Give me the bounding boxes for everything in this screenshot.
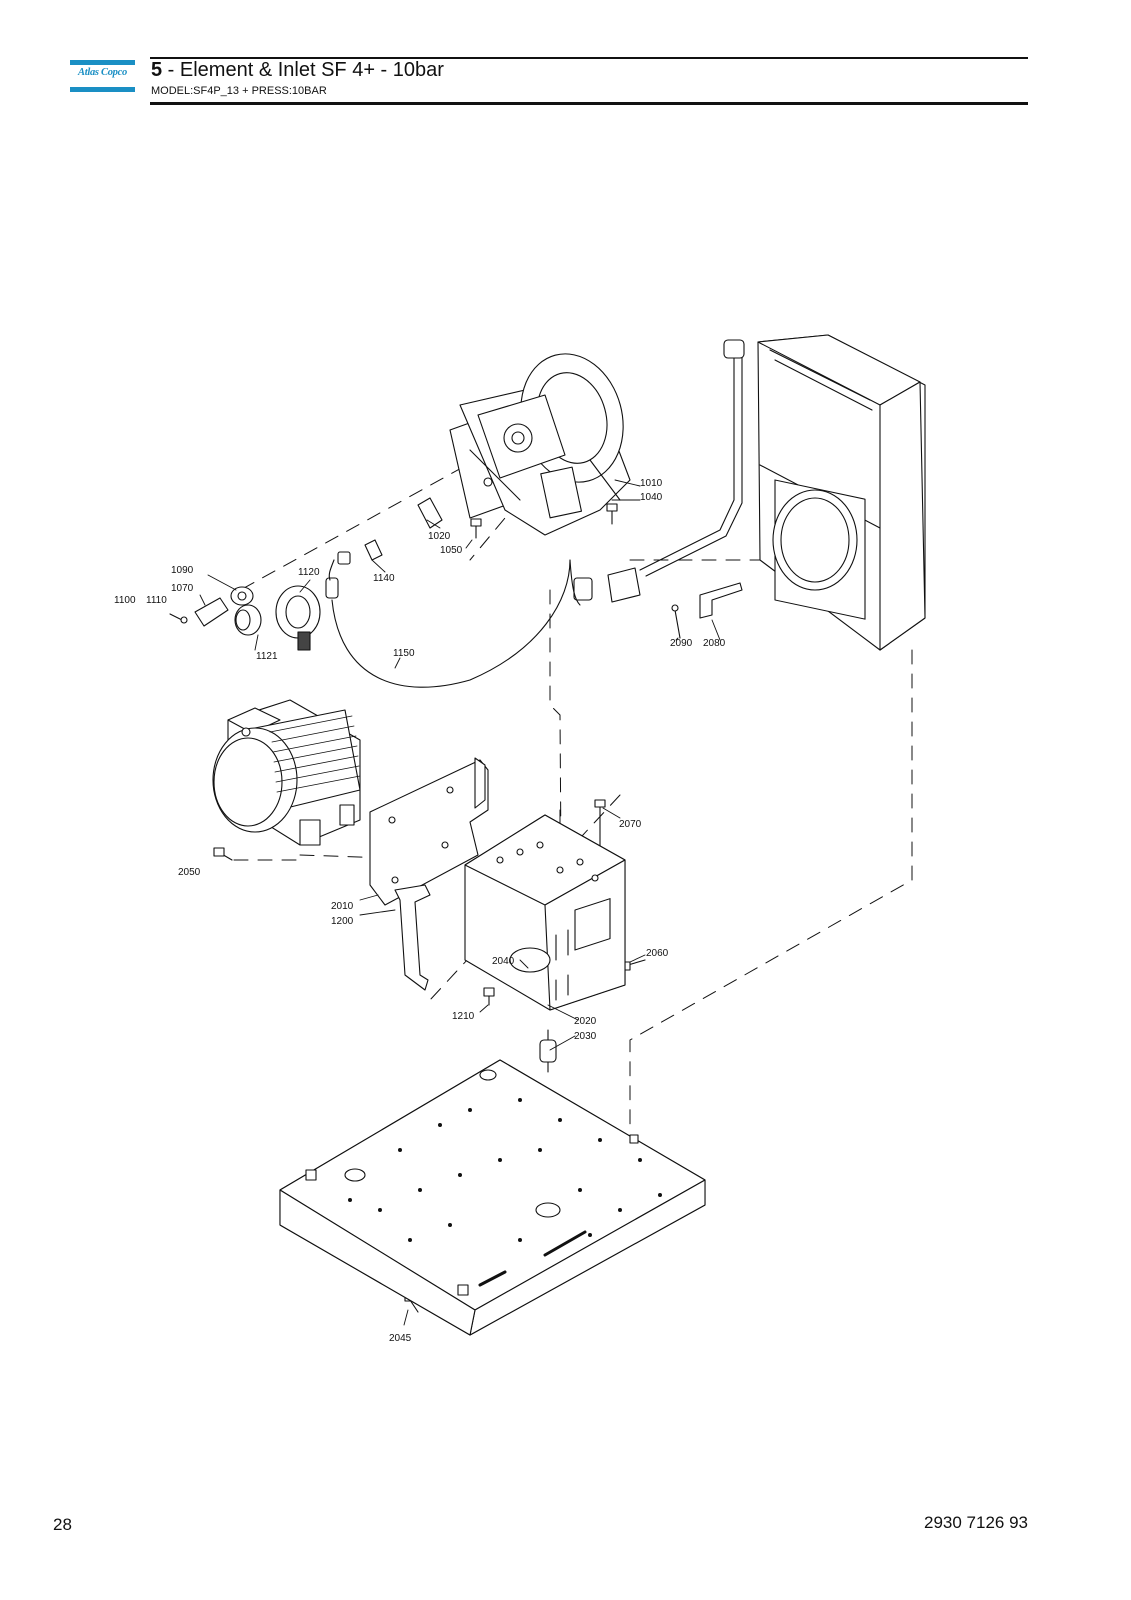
part-number-label: 1110 [146, 595, 167, 606]
compressor-element [449, 353, 631, 536]
part-number-label: 2010 [331, 901, 354, 912]
rubber-mount-2030 [539, 1029, 557, 1073]
hose-fitting-right [573, 577, 593, 601]
part-number-label: 1121 [256, 651, 278, 662]
logo-text: Atlas Copco [78, 67, 127, 78]
part-number-label: 1070 [171, 583, 194, 594]
elbow-fitting [723, 339, 745, 359]
bracket-2080 [699, 582, 743, 619]
cooler-frame [757, 334, 926, 651]
header-top-rule [150, 57, 1028, 59]
part-number-label: 1020 [428, 531, 451, 542]
support-frame-2020 [464, 814, 626, 1011]
model-line: MODEL:SF4P_13 + PRESS:10BAR [151, 85, 327, 97]
part-number-label: 2050 [178, 867, 201, 878]
part-number-label: 2060 [646, 948, 669, 959]
header-bottom-rule [150, 102, 1028, 105]
section-title: - Element & Inlet SF 4+ - 10bar [162, 59, 444, 81]
part-number-label: 1040 [640, 492, 663, 503]
base-frame [279, 1059, 706, 1336]
part-number-label: 2090 [670, 638, 693, 649]
fitting-1140 [364, 539, 383, 561]
cooling-pipe [639, 354, 743, 577]
part-number-label: 2070 [619, 819, 642, 830]
spacer-1020 [417, 497, 443, 529]
part-number-label: 2040 [492, 956, 515, 967]
document-number: 2930 7126 93 [924, 1513, 1028, 1532]
part-number-label: 1210 [452, 1011, 475, 1022]
part-number-label: 1150 [393, 648, 415, 659]
page-number: 28 [53, 1515, 72, 1534]
valve-cap [297, 631, 311, 651]
hose-fitting-left [325, 577, 339, 599]
part-number-label: 1090 [171, 565, 194, 576]
logo-top-bar [70, 60, 135, 65]
valve-body [607, 567, 641, 603]
part-number-label: 1010 [640, 478, 663, 489]
part-number-label: 2020 [574, 1016, 597, 1027]
part-number-label: 2030 [574, 1031, 597, 1042]
part-number-label: 2080 [703, 638, 726, 649]
leader-lines [199, 479, 721, 1326]
part-number-label: 2045 [389, 1333, 412, 1344]
atlas-copco-logo: Atlas Copco [70, 60, 135, 94]
electric-motor [212, 699, 361, 846]
section-number: 5 [151, 59, 163, 81]
page-title: 5 - Element & Inlet SF 4+ - 10bar [151, 58, 444, 82]
part-number-label: 1120 [298, 567, 320, 578]
part-number-label: 1200 [331, 916, 354, 927]
logo-bottom-bar [70, 87, 135, 92]
inlet-nozzle-1070 [194, 597, 229, 627]
part-number-label: 1140 [373, 573, 395, 584]
hose-1150 [331, 559, 571, 688]
bracket-1200 [394, 884, 431, 991]
part-number-label: 1050 [440, 545, 463, 556]
part-number-label: 1100 [114, 595, 136, 606]
